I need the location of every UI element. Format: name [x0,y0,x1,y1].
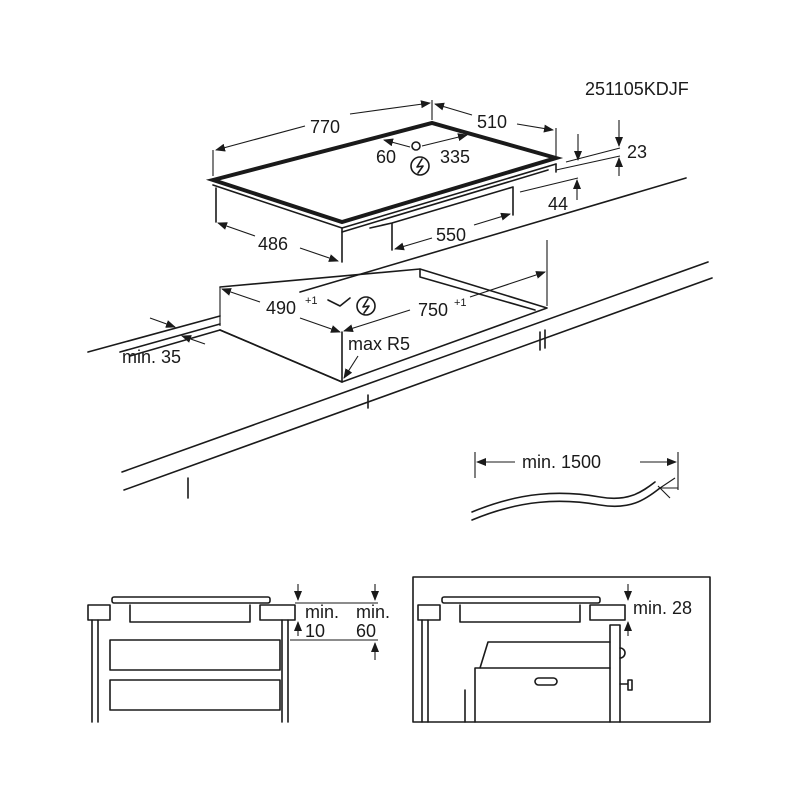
dim-510: 510 [477,112,507,132]
cutout-dimensions: 490 +1 750 +1 max R5 min. 35 [122,240,548,379]
model-code: 251105KDJF [585,79,689,99]
dim-486: 486 [258,234,288,254]
worktop-drawing [87,177,713,499]
drawers-view: min. 10 min. 60 [87,584,390,723]
min-35-label: min. 35 [122,347,181,367]
dim-770: 770 [310,117,340,137]
connection-point [411,141,421,151]
hob-dimensions: 770 510 60 335 486 550 23 44 [212,100,647,262]
dim-490-tolerance: +1 [305,295,318,307]
dim-490: 490 [266,298,296,318]
min-28-label: min. 28 [633,598,692,618]
radius-label: max R5 [348,334,410,354]
dim-750: 750 [418,300,448,320]
hob-drawing [205,120,564,263]
min-10-value: 10 [305,621,325,641]
dim-335: 335 [440,147,470,167]
dim-23: 23 [627,142,647,162]
oven-view: min. 28 [412,576,711,723]
dim-750-tolerance: +1 [454,297,467,309]
dim-60: 60 [376,147,396,167]
dim-550: 550 [436,225,466,245]
min-60-value: 60 [356,621,376,641]
electric-connection-icon [356,296,376,316]
min-60-label: min. [356,602,390,622]
cable-drawing: min. 1500 [471,452,679,521]
dim-44: 44 [548,194,568,214]
min-10-label: min. [305,602,339,622]
electric-connection-icon [410,156,430,176]
cable-length: min. 1500 [522,452,601,472]
